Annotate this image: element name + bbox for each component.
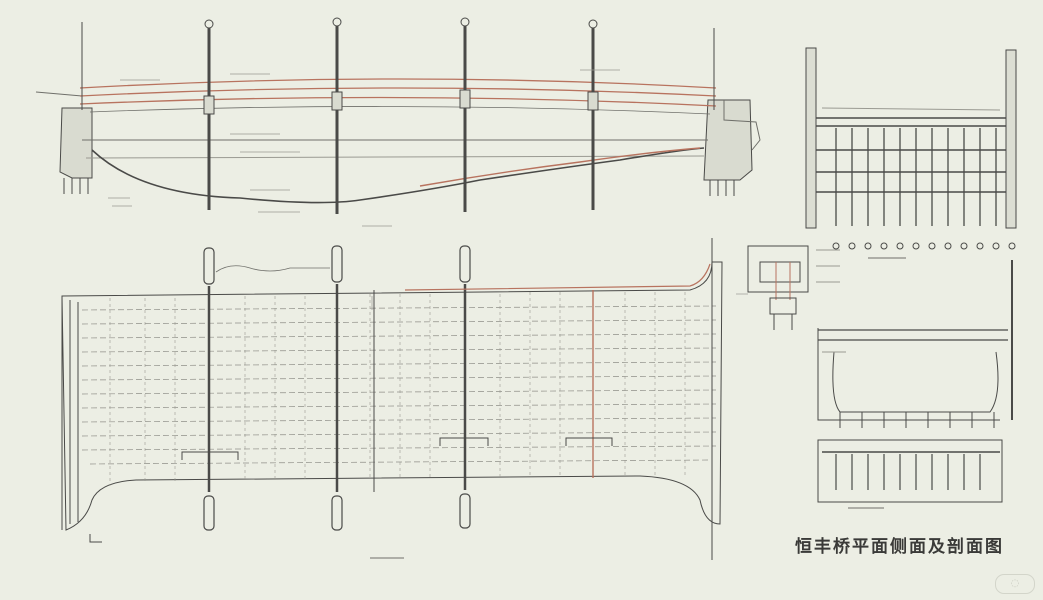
cross-section-view xyxy=(805,47,1017,259)
longitudinal-piles xyxy=(839,412,995,428)
plan-piers xyxy=(203,238,713,560)
pier-3 xyxy=(331,17,343,214)
plan-view xyxy=(61,238,723,560)
bridge-deck xyxy=(79,78,717,115)
elevation-piers xyxy=(81,17,715,214)
plan-outline xyxy=(61,261,723,531)
riverbed-profile xyxy=(91,147,705,204)
plank-grid xyxy=(81,305,717,465)
section-bracing xyxy=(816,149,1006,193)
longitudinal-section xyxy=(817,260,1013,428)
plan-left-wing xyxy=(61,296,79,530)
left-abutment xyxy=(35,91,93,194)
plan-red-rail xyxy=(404,263,711,291)
elevation-callouts xyxy=(108,69,620,227)
pier-2 xyxy=(203,19,215,210)
water-line-2 xyxy=(85,155,705,159)
stringer-grid xyxy=(109,292,686,486)
pile-columns xyxy=(835,454,981,490)
connection-detail xyxy=(747,245,840,330)
elevation-view xyxy=(35,17,761,227)
pier-4 xyxy=(459,17,471,212)
watermark-stamp-icon: ◌ xyxy=(995,574,1035,594)
section-pile-dots xyxy=(832,242,1016,250)
drawing-title: 恒丰桥平面侧面及剖面图 xyxy=(795,537,1004,557)
plan-note-line xyxy=(215,265,330,273)
dimension-lines xyxy=(371,293,748,310)
pile-elevation xyxy=(817,439,1003,509)
section-markers xyxy=(89,437,613,543)
pier-5 xyxy=(587,19,599,210)
right-abutment xyxy=(703,99,761,196)
section-posts xyxy=(835,128,997,226)
